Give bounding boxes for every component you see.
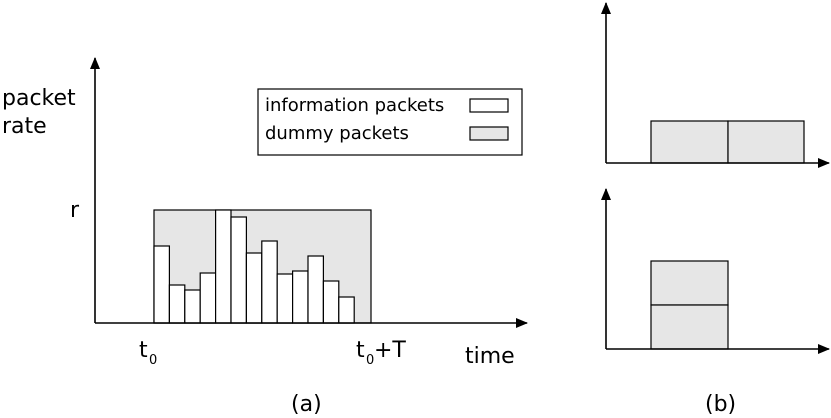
svg-text:t: t [139, 338, 148, 363]
information-packet-bar [199, 272, 217, 324]
top-block-left [650, 120, 729, 164]
information-packet-bar [230, 216, 247, 324]
information-packet-bar [292, 270, 309, 324]
t0-plus-T-label: t 0 +T [356, 338, 406, 368]
information-packet-bars [153, 209, 355, 324]
caption-a: (a) [291, 392, 322, 417]
caption-b: (b) [705, 392, 736, 417]
svg-text:0: 0 [366, 353, 374, 368]
information-packet-bar [276, 273, 294, 324]
y-axis-label-line2: rate [2, 114, 47, 139]
information-packet-bar [215, 209, 232, 324]
information-packet-bar [184, 289, 201, 324]
legend-information-swatch [469, 98, 509, 113]
legend-information-label: information packets [265, 95, 444, 116]
svg-text:+T: +T [374, 338, 406, 363]
information-packet-bar [307, 255, 324, 324]
panel-b-top [601, 2, 830, 168]
panel-b-bottom [601, 188, 830, 354]
y-axis-label-line1: packet [2, 86, 76, 111]
information-packet-bar [245, 252, 263, 324]
bottom-block-upper [650, 260, 729, 306]
information-packet-bar [261, 240, 278, 324]
legend: information packets dummy packets [257, 88, 523, 156]
bottom-block-lower [650, 304, 729, 350]
svg-text:0: 0 [149, 353, 157, 368]
panel-a: packet rate r time t 0 t 0 +T (a) inform… [2, 57, 528, 417]
information-packet-bar [322, 280, 340, 324]
svg-text:t: t [356, 338, 365, 363]
top-block-right [727, 120, 805, 164]
information-packet-bar [168, 284, 186, 324]
legend-dummy-label: dummy packets [265, 123, 409, 144]
information-packet-bar [153, 245, 170, 324]
x-axis-label: time [465, 344, 515, 369]
legend-dummy-swatch [469, 126, 509, 141]
information-packet-bar [338, 296, 355, 324]
rate-label: r [70, 198, 80, 223]
t0-label: t 0 [139, 338, 157, 368]
